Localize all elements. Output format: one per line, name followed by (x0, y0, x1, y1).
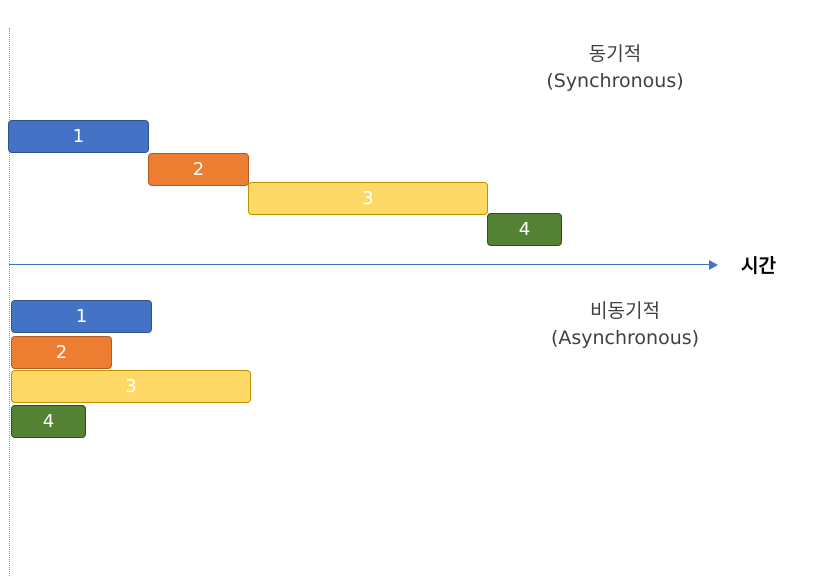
sync-task-3: 3 (248, 182, 488, 215)
async-subtitle: (Asynchronous) (550, 327, 700, 349)
time-axis (9, 264, 709, 265)
async-task-4: 4 (11, 405, 86, 438)
async-title-block: 비동기적 (Asynchronous) (520, 298, 730, 352)
sync-task-4: 4 (487, 213, 562, 246)
async-task-2: 2 (11, 336, 112, 369)
sync-subtitle: (Synchronous) (546, 70, 684, 92)
sync-title: 동기적 (588, 43, 642, 65)
async-title: 비동기적 (590, 300, 660, 322)
time-axis-label: 시간 (741, 255, 776, 277)
async-task-1: 1 (11, 300, 152, 333)
sync-title-block: 동기적 (Synchronous) (520, 41, 710, 95)
time-axis-arrow-icon (709, 260, 718, 270)
time-origin-line (9, 28, 10, 576)
sync-task-1: 1 (8, 120, 149, 153)
async-task-3: 3 (11, 370, 251, 403)
sync-task-2: 2 (148, 153, 249, 186)
